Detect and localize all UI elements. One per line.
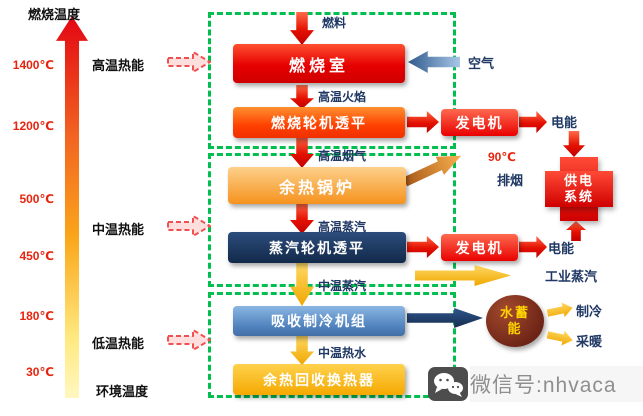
temp-1200: 1200℃ [12,119,54,133]
block-heat-recovery-exchanger: 余热回收换热器 [233,364,405,395]
block-power-supply-system: 供电 系统 [552,162,606,216]
wechat-icon [428,367,468,401]
label-mid-temp-steam: 中温蒸汽 [318,279,367,293]
label-air: 空气 [468,56,495,71]
dashed-arrow-low-heat-icon [167,329,211,351]
axis-title-combustion-temp: 燃烧温度 [28,7,81,22]
block-generator-top: 发电机 [441,109,518,136]
label-electric-top: 电能 [551,115,578,130]
storage-to-cooling-arrow [546,300,575,320]
block-waste-heat-boiler: 余热锅炉 [228,167,406,204]
label-cooling: 制冷 [576,304,603,319]
block-combustion-chamber: 燃烧室 [233,44,405,83]
watermark-band: 微信号:nhvaca [470,366,643,402]
temp-500: 500℃ [19,192,54,206]
dashed-arrow-mid-heat-icon [167,215,211,237]
label-high-temp-heat: 高温热能 [92,58,145,73]
block-generator-bottom: 发电机 [441,234,518,261]
label-industrial-steam: 工业蒸汽 [545,269,598,284]
axis-title-ambient-temp: 环境温度 [96,384,149,399]
block-water-storage: 水蓄 能 [486,295,544,347]
power-system-line2: 系统 [563,189,594,204]
label-fuel: 燃料 [322,16,347,30]
label-heating: 采暖 [576,334,603,349]
block-absorption-chiller: 吸收制冷机组 [233,306,405,336]
electric-top-to-grid-arrow [563,131,585,157]
label-low-temp-heat: 低温热能 [92,336,145,351]
temp-180: 180℃ [19,309,54,323]
temp-30: 30℃ [26,365,54,379]
generator-top-to-electric-arrow [519,111,547,133]
dashed-arrow-high-heat-icon [167,51,211,73]
temp-450: 450℃ [19,249,54,263]
block-gas-turbine: 燃烧轮机透平 [233,107,405,138]
generator-bottom-to-electric-arrow [519,236,547,258]
section-box-low-temp [208,292,456,398]
section-box-high-temp [208,12,456,149]
temperature-gradient-arrow-icon [56,16,88,398]
block-steam-turbine: 蒸汽轮机透平 [228,232,406,263]
label-mid-temp-hot-water: 中温热水 [318,346,367,360]
label-electric-bottom: 电能 [548,241,575,256]
label-mid-temp-heat: 中温热能 [92,222,145,237]
watermark-text: 微信号:nhvaca [470,374,617,397]
storage-to-heating-arrow [546,327,575,347]
label-exhaust: 排烟 [497,173,524,188]
section-box-mid-temp [208,153,456,287]
power-system-line1: 供电 [563,172,594,188]
label-high-temp-steam: 高温蒸汽 [318,220,367,234]
water-storage-line2: 能 [507,321,523,336]
label-exhaust-temp: 90℃ [488,150,516,164]
label-high-temp-flame: 高温火焰 [318,90,367,104]
water-storage-line1: 水蓄 [499,304,530,320]
label-high-temp-flue-gas: 高温烟气 [318,149,367,163]
temp-1400: 1400℃ [12,58,54,72]
power-system-cross-horizontal [545,171,613,207]
